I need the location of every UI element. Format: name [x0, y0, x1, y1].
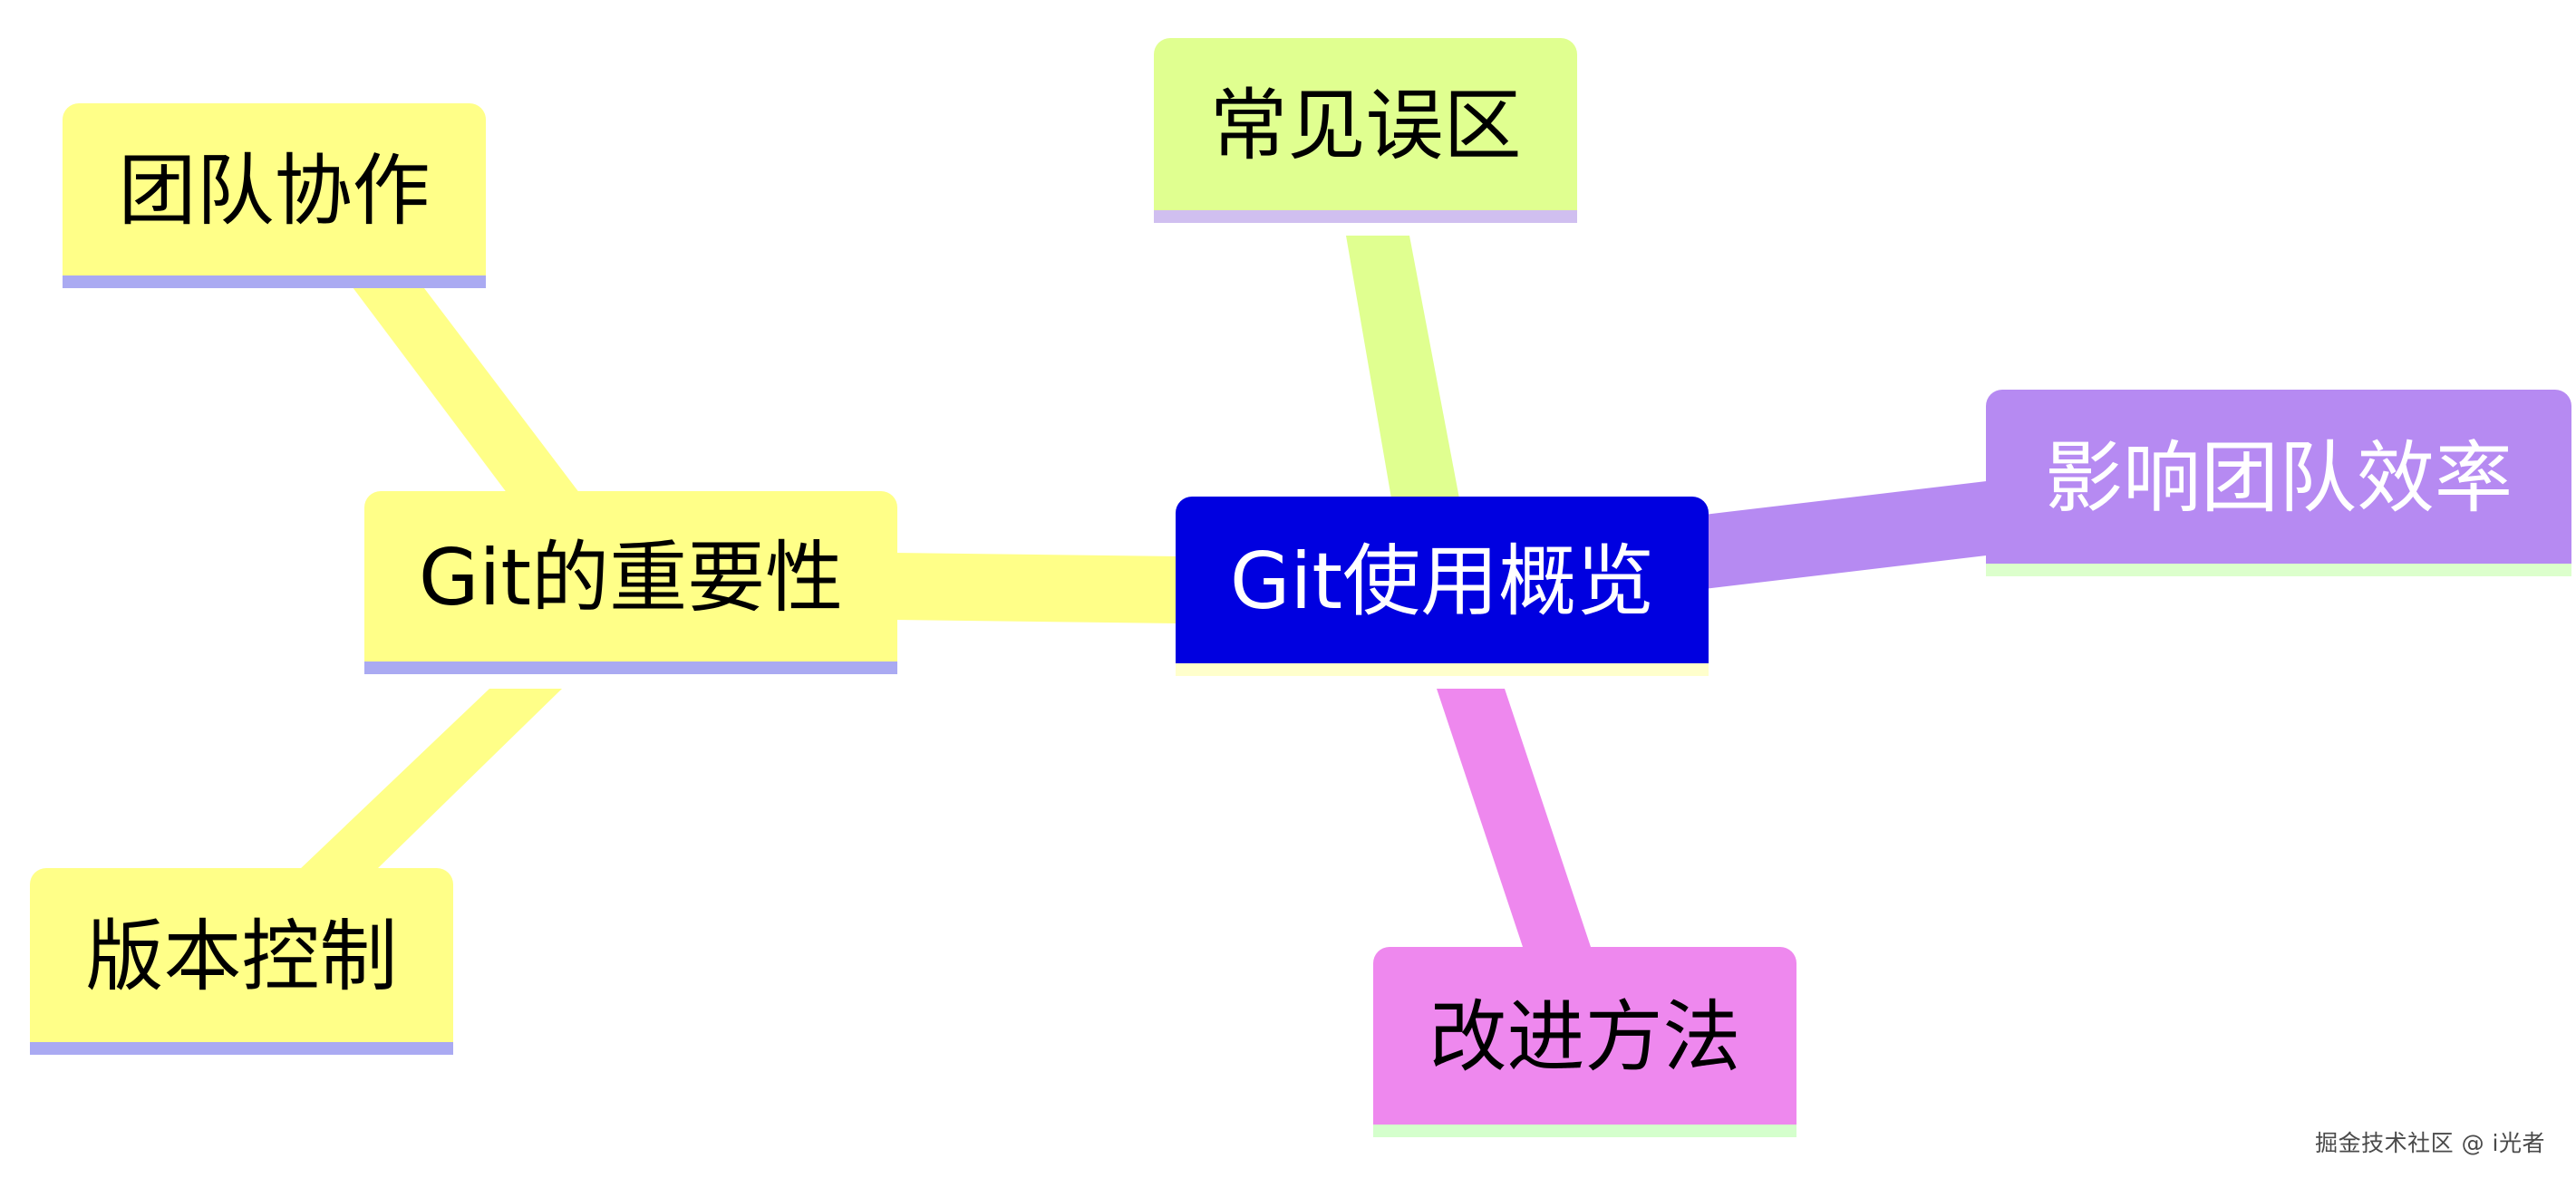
node-common-mistakes[interactable]: 常见误区 — [1154, 38, 1577, 223]
team-efficiency-node-box-base — [1986, 536, 2571, 564]
edge-importance-to-teamwork — [331, 258, 580, 494]
root-node[interactable]: Git使用概览 — [1176, 497, 1709, 676]
node-team-efficiency[interactable]: 影响团队效率 — [1986, 390, 2571, 576]
node-importance[interactable]: Git的重要性 — [364, 491, 897, 674]
version-control-node-box-base — [30, 1015, 453, 1042]
edge-root-to-common-mistakes — [1346, 236, 1459, 498]
importance-node-box-base — [364, 634, 897, 661]
importance-node-underline — [364, 661, 897, 674]
node-version-control[interactable]: 版本控制 — [30, 868, 453, 1055]
improvement-node-box — [1373, 947, 1796, 1125]
teamwork-node-box-base — [63, 248, 486, 275]
improvement-node-underline — [1373, 1125, 1796, 1137]
team-efficiency-node-label: 影响团队效率 — [2045, 433, 2513, 524]
node-improvement[interactable]: 改进方法 — [1373, 947, 1796, 1137]
common-mistakes-node-underline — [1154, 210, 1577, 223]
team-efficiency-node-underline — [1986, 564, 2571, 576]
improvement-node-label: 改进方法 — [1429, 992, 1741, 1083]
improvement-node-box-base — [1373, 1097, 1796, 1125]
root-node-underline — [1176, 663, 1709, 676]
edge-importance-to-version-control — [299, 689, 562, 870]
mindmap-edges — [299, 236, 1994, 961]
node-teamwork[interactable]: 团队协作 — [63, 103, 486, 288]
version-control-node-underline — [30, 1042, 453, 1055]
edge-root-to-importance — [893, 553, 1178, 623]
edge-root-to-team-efficiency — [1704, 480, 1994, 589]
root-node-box — [1176, 497, 1709, 663]
version-control-node-label: 版本控制 — [86, 912, 398, 1002]
team-efficiency-node-box — [1986, 390, 2571, 564]
root-node-box-base — [1176, 636, 1709, 663]
importance-node-label: Git的重要性 — [419, 533, 843, 623]
teamwork-node-box — [63, 103, 486, 275]
common-mistakes-node-box-base — [1154, 183, 1577, 210]
importance-node-box — [364, 491, 897, 661]
edge-root-to-improvement — [1437, 689, 1595, 961]
watermark-text: 掘金技术社区 @ i光者 — [2315, 1130, 2545, 1156]
version-control-node-box — [30, 868, 453, 1042]
common-mistakes-node-box — [1154, 38, 1577, 210]
teamwork-node-label: 团队协作 — [119, 146, 431, 237]
root-node-label: Git使用概览 — [1230, 536, 1654, 627]
common-mistakes-node-label: 常见误区 — [1210, 81, 1522, 171]
teamwork-node-underline — [63, 275, 486, 288]
